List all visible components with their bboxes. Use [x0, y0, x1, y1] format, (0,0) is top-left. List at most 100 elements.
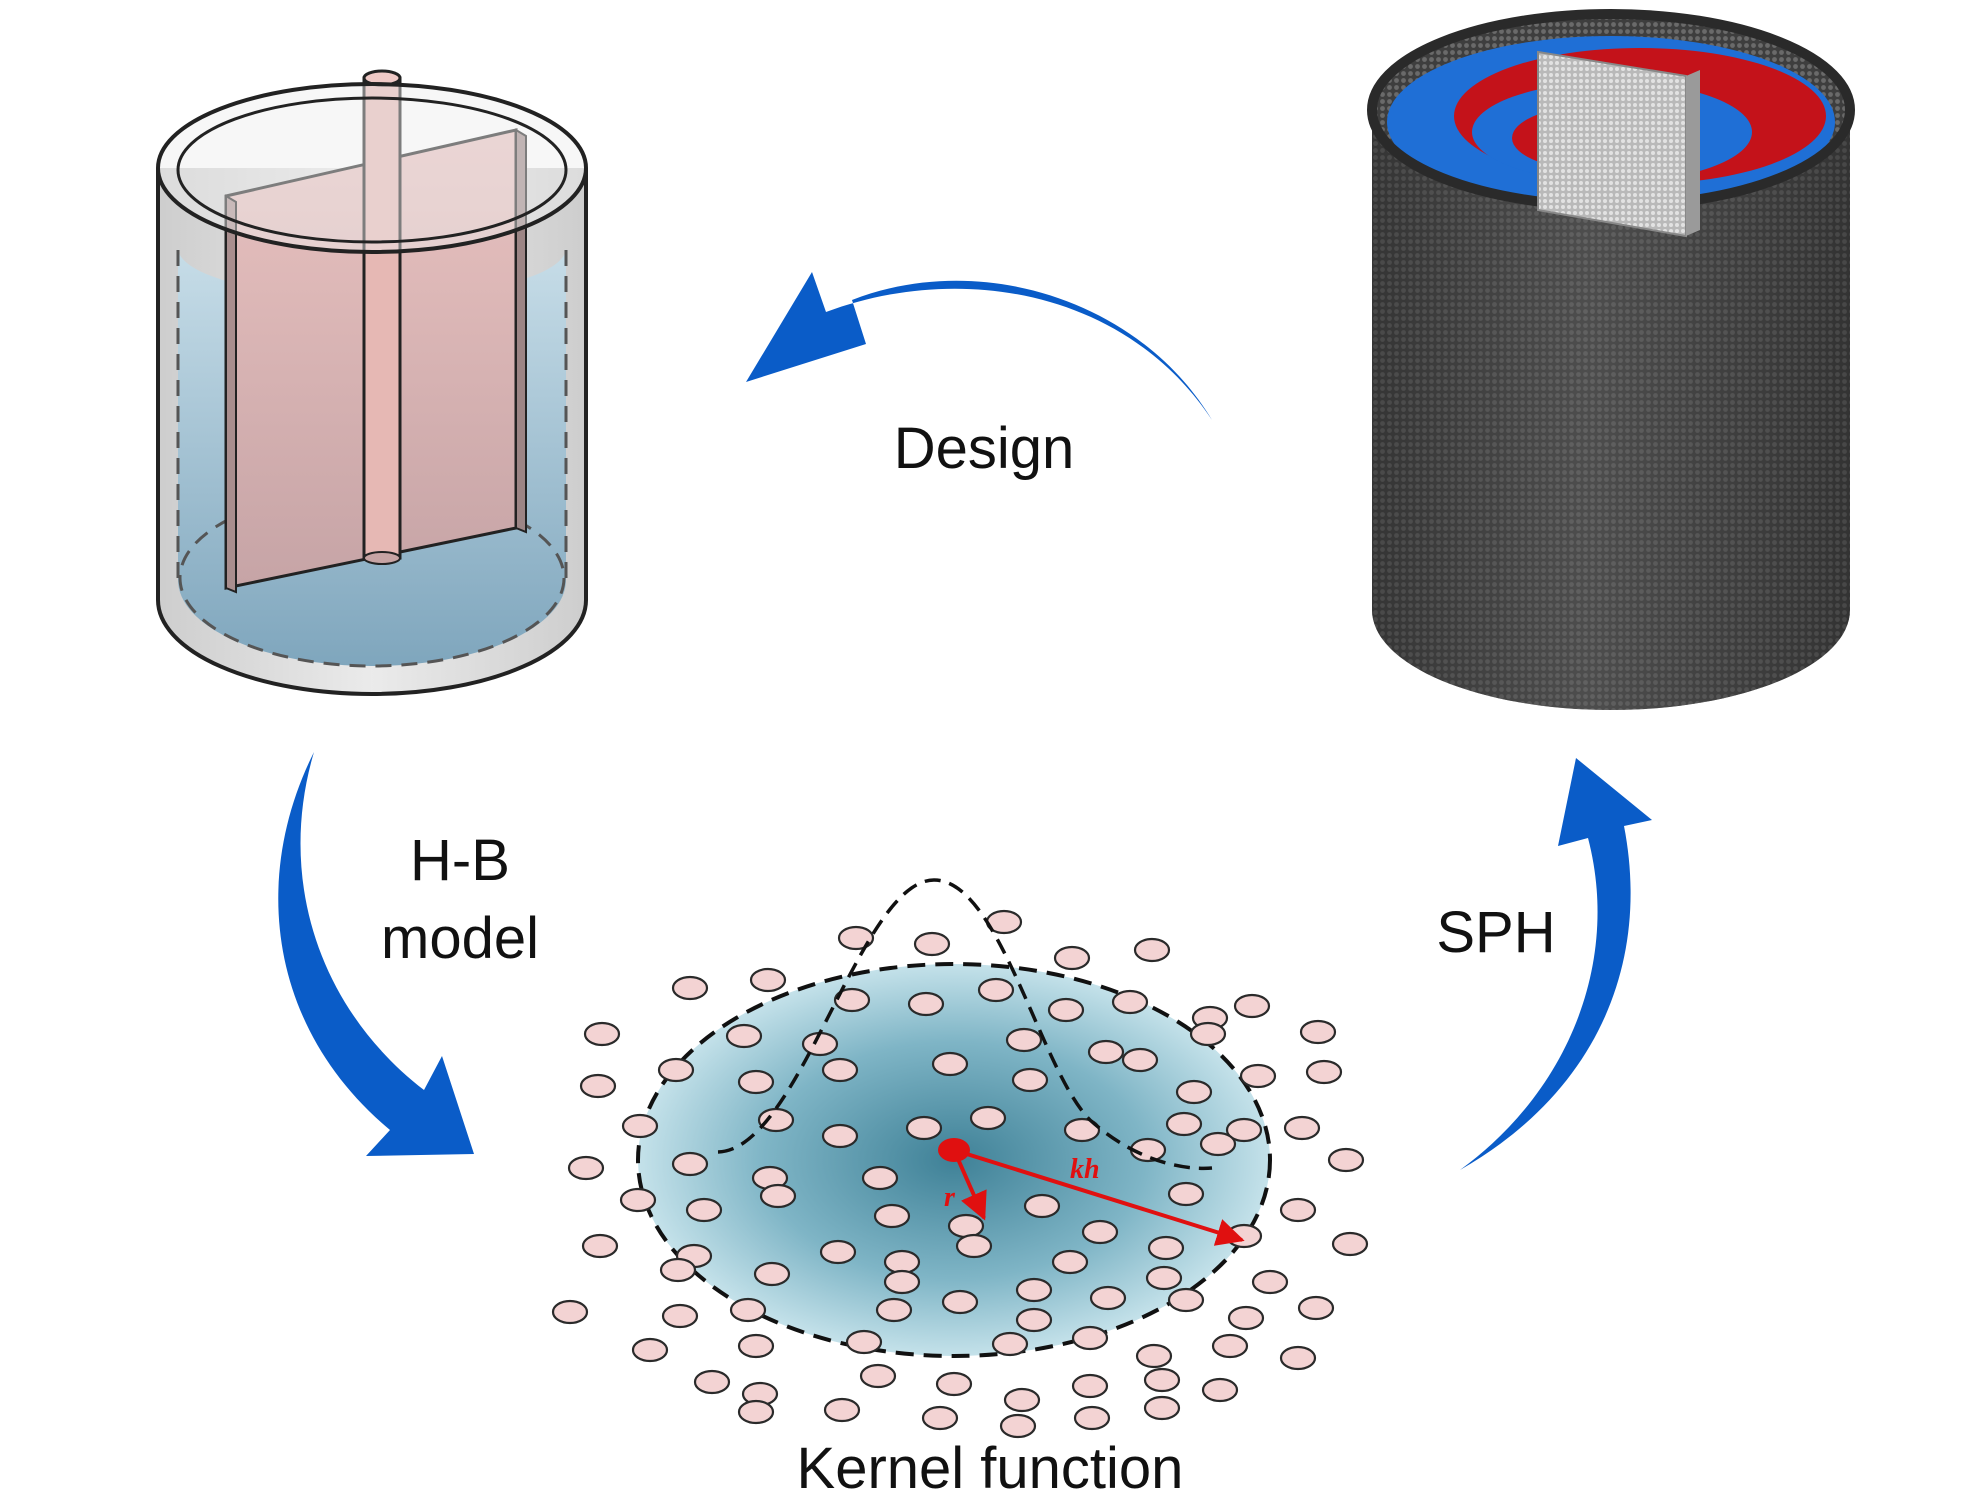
kernel-particle [1015, 1277, 1053, 1303]
kernel-particle [845, 1329, 883, 1355]
kernel-particle [749, 967, 787, 993]
kernel-particle [1297, 1295, 1335, 1321]
kernel-particle [921, 1405, 959, 1431]
kernel-particle [819, 1239, 857, 1265]
kernel-particle [837, 925, 875, 951]
kernel-particle [671, 975, 709, 1001]
kernel-particle [1051, 1249, 1089, 1275]
kernel-particle [1071, 1325, 1109, 1351]
kernel-function-icon: r kh [551, 878, 1369, 1439]
kernel-particle [729, 1297, 767, 1323]
kernel-particle [875, 1297, 913, 1323]
sph-arrow-icon [1460, 758, 1652, 1170]
kernel-particle [941, 1289, 979, 1315]
kernel-particle [1199, 1131, 1237, 1157]
kernel-particle [821, 1057, 859, 1083]
particle-tank-icon [1367, 9, 1855, 710]
kernel-particle [935, 1371, 973, 1397]
kernel-particle [659, 1257, 697, 1283]
hb-model-label-line2: model [381, 906, 539, 971]
kernel-particle [551, 1299, 589, 1325]
radius-r-label: r [944, 1182, 956, 1213]
kernel-particle [725, 1023, 763, 1049]
kernel-particle [1015, 1307, 1053, 1333]
kernel-particle [693, 1369, 731, 1395]
design-arrow-icon [746, 272, 1212, 420]
kernel-particle [757, 1107, 795, 1133]
kernel-particle [1165, 1111, 1203, 1137]
kernel-particle [1111, 989, 1149, 1015]
kernel-particle [1189, 1021, 1227, 1047]
kernel-particle [883, 1269, 921, 1295]
kernel-particle [1211, 1333, 1249, 1359]
kernel-particle [1147, 1235, 1185, 1261]
kernel-particle [833, 987, 871, 1013]
stirred-tank-icon [156, 69, 588, 696]
kernel-particle [969, 1105, 1007, 1131]
kernel-particle [907, 991, 945, 1017]
kernel-particle [905, 1115, 943, 1141]
kernel-particle [1327, 1147, 1365, 1173]
kernel-particle [657, 1057, 695, 1083]
kernel-particle [753, 1261, 791, 1287]
kernel-particle [1279, 1345, 1317, 1371]
kernel-particle [1227, 1305, 1265, 1331]
kernel-particle [1143, 1367, 1181, 1393]
kernel-particle [1073, 1405, 1111, 1431]
kernel-particle [621, 1113, 659, 1139]
kernel-particle [999, 1413, 1037, 1439]
kernel-particle [977, 977, 1015, 1003]
kernel-particle [737, 1399, 775, 1425]
kernel-particle [1233, 993, 1271, 1019]
kernel-particle [579, 1073, 617, 1099]
kernel-particle [913, 931, 951, 957]
kernel-particle [671, 1151, 709, 1177]
kernel-particle [1201, 1377, 1239, 1403]
kernel-particle [1133, 937, 1171, 963]
kernel-particle [861, 1165, 899, 1191]
hb-model-arrow-icon [278, 752, 474, 1156]
kernel-particle [821, 1123, 859, 1149]
kernel-particle [1087, 1039, 1125, 1065]
kernel-particle [1121, 1047, 1159, 1073]
kernel-particle [1023, 1193, 1061, 1219]
kernel-particle [1071, 1373, 1109, 1399]
particle-field [551, 909, 1369, 1439]
kernel-particle [759, 1183, 797, 1209]
kernel-particle [859, 1363, 897, 1389]
kernel-particle [1005, 1027, 1043, 1053]
kernel-particle [955, 1233, 993, 1259]
kernel-particle [991, 1331, 1029, 1357]
kernel-particle [1089, 1285, 1127, 1311]
kernel-particle [581, 1233, 619, 1259]
kernel-particle [873, 1203, 911, 1229]
kernel-particle [931, 1051, 969, 1077]
kernel-particle [1331, 1231, 1369, 1257]
kernel-particle [619, 1187, 657, 1213]
kernel-particle [1143, 1395, 1181, 1421]
kernel-particle [1251, 1269, 1289, 1295]
smoothing-length-kh-label: kh [1070, 1154, 1100, 1185]
kernel-particle [1299, 1019, 1337, 1045]
kernel-particle [1053, 945, 1091, 971]
kernel-particle [1081, 1219, 1119, 1245]
kernel-particle [661, 1303, 699, 1329]
kernel-particle [737, 1069, 775, 1095]
design-label: Design [894, 416, 1075, 481]
kernel-particle [1135, 1343, 1173, 1369]
hb-model-label-line1: H-B [410, 828, 510, 893]
kernel-particle [583, 1021, 621, 1047]
kernel-particle [1167, 1181, 1205, 1207]
kernel-particle [1145, 1265, 1183, 1291]
kernel-particle [1003, 1387, 1041, 1413]
kernel-particle [685, 1197, 723, 1223]
kernel-particle [1305, 1059, 1343, 1085]
kernel-particle [1063, 1117, 1101, 1143]
kernel-function-label: Kernel function [797, 1436, 1184, 1501]
kernel-particle [823, 1397, 861, 1423]
kernel-particle [737, 1333, 775, 1359]
kernel-particle [1047, 997, 1085, 1023]
kernel-particle [1279, 1197, 1317, 1223]
kernel-particle [1167, 1287, 1205, 1313]
